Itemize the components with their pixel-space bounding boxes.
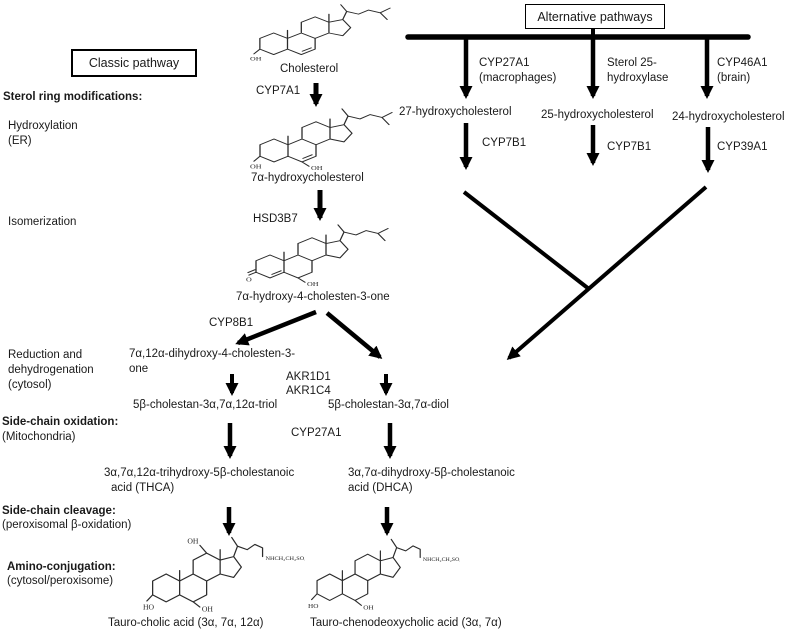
hydroxyl-7a-label: OH [202,605,214,614]
metabolite-25-hydroxycholesterol: 25-hydroxycholesterol [541,109,654,121]
arrow-cyp8b1-branch [235,309,317,346]
stage-hydroxylation: Hydroxylation [8,120,78,132]
hydroxyl-7a-label: OH [363,605,373,612]
stage-reduction-line2: dehydrogenation [8,364,94,376]
alternative-pathways-box: Alternative pathways [525,4,665,29]
enzyme-cyp7a1: CYP7A1 [256,85,301,97]
convergence-line-left [462,190,591,291]
stage-hydroxylation-location: (ER) [8,135,32,147]
stage-amino-conjugation: Amino-conjugation: [7,561,116,573]
classic-pathway-box: Classic pathway [71,49,197,77]
stage-conjugation-location: (cytosol/peroxisome) [7,575,114,587]
metabolite-dhca-line2: acid (DHCA) [348,482,413,494]
product-tauro-cholic-acid: Tauro-cholic acid (3α, 7α, 12α) [108,617,264,629]
enzyme-akr1c4: AKR1C4 [286,385,331,397]
metabolite-cholestan-diol: 5β-cholestan-3α,7α-diol [328,399,449,411]
hydroxyl-7a-label: OH [311,165,323,172]
taurine-group-label: NHCH₂CH₂SO₃⁻ [265,556,305,562]
convergence-arrow-right [506,185,708,360]
taurine-group-label: NHCH₂CH₂SO₃⁻ [423,557,460,563]
metabolite-cholestan-triol: 5β-cholestan-3α,7α,12α-triol [133,399,278,411]
7a-hydroxy-4-cholesten-3-one-structure: O OH [246,224,389,288]
enzyme-cyp27a1-alt: CYP27A1 [479,57,530,69]
hydroxyl-3a-label: HO [143,603,154,612]
enzyme-akr1d1: AKR1D1 [286,371,331,383]
enzyme-cyp7b1-middle: CYP7B1 [607,141,652,153]
7a-hydroxycholesterol-structure: OH OH [250,108,393,172]
stage-sterol-ring-modifications: Sterol ring modifications: [3,91,143,103]
enzyme-cyp39a1: CYP39A1 [717,141,768,153]
stage-side-chain-oxidation: Side-chain oxidation: [2,416,119,428]
ketone-oxygen-label: O [246,277,252,284]
enzyme-cyp46a1-location: (brain) [717,72,751,84]
metabolite-dihydroxy-cholestenone-line1: 7α,12α-dihydroxy-4-cholesten-3- [129,348,296,360]
enzyme-cyp27a1-classic: CYP27A1 [291,427,342,439]
enzyme-sterol25-line2: hydroxylase [607,72,669,84]
enzyme-cyp8b1: CYP8B1 [209,317,254,329]
product-tauro-chenodeoxycholic-acid: Tauro-chenodeoxycholic acid (3α, 7α) [310,617,502,629]
enzyme-hsd3b7: HSD3B7 [253,213,298,225]
stage-side-chain-cleavage: Side-chain cleavage: [2,505,116,517]
metabolite-7a-hydroxy-4-cholesten-3-one: 7α-hydroxy-4-cholesten-3-one [236,291,390,303]
metabolite-thca-line1: 3α,7α,12α-trihydroxy-5β-cholestanoic [104,467,295,479]
enzyme-cyp27a1-location: (macrophages) [479,72,557,84]
stage-reduction-location: (cytosol) [8,379,52,391]
enzyme-cyp7b1-left: CYP7B1 [482,137,527,149]
metabolite-dhca-line1: 3α,7α-dihydroxy-5β-cholestanoic [348,467,515,479]
metabolite-27-hydroxycholesterol: 27-hydroxycholesterol [399,106,512,118]
metabolite-thca-line2: acid (THCA) [111,482,175,494]
cholesterol-structure: OH [250,4,391,63]
hydroxyl-label: OH [250,57,262,63]
metabolite-24-hydroxycholesterol: 24-hydroxycholesterol [672,111,785,123]
hydroxyl-3a-label: HO [308,603,318,610]
metabolite-cholesterol: Cholesterol [280,63,339,75]
tauro-cholic-acid-structure: OH HO OH NHCH₂CH₂SO₃⁻ [143,536,305,614]
tauro-chenodeoxycholic-acid-structure: HO OH NHCH₂CH₂SO₃⁻ [308,538,460,612]
stage-oxidation-location: (Mitochondria) [2,431,76,443]
stage-isomerization: Isomerization [8,216,77,228]
enzyme-sterol25-line1: Sterol 25- [607,57,657,69]
metabolite-dihydroxy-cholestenone-line2: one [129,363,149,375]
arrow-right-branch [325,311,383,359]
metabolite-7a-hydroxycholesterol: 7α-hydroxycholesterol [251,172,364,184]
enzyme-cyp46a1: CYP46A1 [717,57,768,69]
hydroxyl-12a-label: OH [187,537,199,546]
hydroxyl-label: OH [250,163,262,170]
stage-cleavage-location: (peroxisomal β-oxidation) [2,519,132,531]
stage-reduction-line1: Reduction and [8,349,83,361]
hydroxyl-7a-label: OH [307,281,319,288]
